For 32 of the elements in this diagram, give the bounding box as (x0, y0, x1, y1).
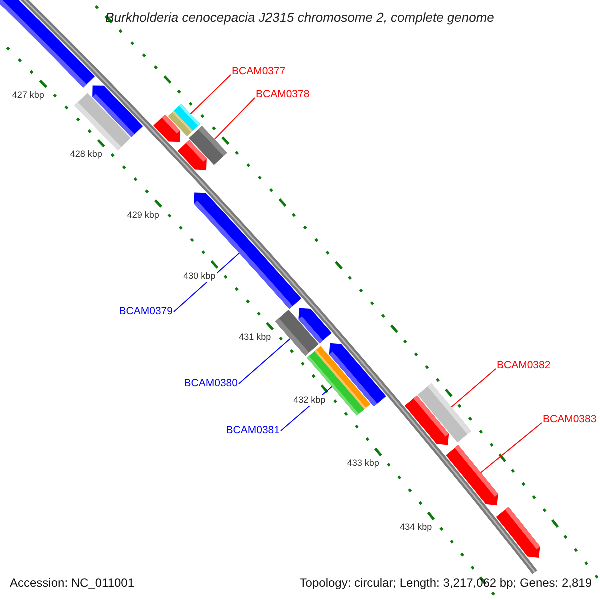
leader-line (480, 422, 542, 474)
diagram-title: Burkholderia cenocepacia J2315 chromosome 2, complete genome (104, 10, 496, 25)
gene-label: BCAM0382 (497, 360, 551, 372)
gene-label: BCAM0378 (256, 88, 310, 102)
scale-label: 434 kbp (399, 522, 434, 534)
genome-stats: Topology: circular; Length: 3,217,062 bp; Genes: 2,819 (300, 576, 592, 590)
scale-label: 430 kbp (182, 270, 217, 282)
leader-line (214, 98, 256, 140)
gene-label: BCAM0380 (184, 378, 238, 390)
gene-feature (446, 445, 498, 506)
scale-label: 428 kbp (69, 149, 104, 160)
accession-text: Accession: NC_011001 (10, 576, 135, 590)
scale-label: 432 kbp (292, 394, 327, 406)
leader-line (190, 74, 232, 115)
gene-feature (496, 507, 540, 558)
scale-label: 431 kbp (238, 332, 272, 344)
gene-label: BCAM0377 (232, 66, 286, 78)
scale-label: 433 kbp (346, 458, 380, 470)
leader-line (451, 368, 496, 408)
gene-block (174, 104, 200, 131)
leader-line (174, 252, 240, 312)
gene-block (74, 93, 131, 151)
gene-label: BCAM0379 (119, 306, 173, 318)
scale-label: 429 kbp (126, 210, 160, 221)
gene-block (418, 383, 472, 443)
gene-feature (0, 0, 95, 88)
gene-label: BCAM0383 (543, 414, 597, 426)
gene-block (189, 126, 228, 166)
leader-line (238, 338, 291, 384)
scale-label: 427 kbp (11, 90, 46, 102)
gene-feature (298, 308, 332, 344)
gene-label: BCAM0381 (226, 424, 280, 438)
